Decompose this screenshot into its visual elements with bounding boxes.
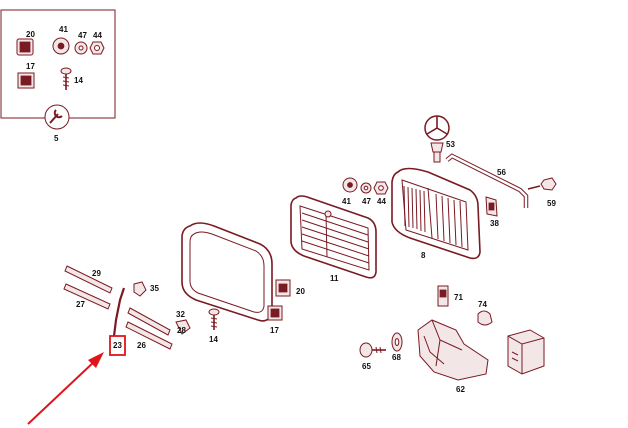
inset-clip-20: [16, 38, 34, 56]
label-38: 38: [490, 219, 499, 228]
air-duct: 62: [417, 319, 489, 394]
pointer-arrowhead: [88, 352, 104, 368]
inset-screw-14: [60, 67, 72, 90]
control-module: [507, 329, 545, 375]
inset-nut-41: [52, 37, 70, 55]
screw-65: 65: [359, 342, 386, 371]
trim-strips: 29 35 27 32 28 26: [63, 265, 191, 350]
label-27: 27: [76, 300, 85, 309]
label-44: 44: [377, 197, 386, 206]
bracket-71: 71: [437, 285, 463, 307]
label-44-inset: 44: [93, 31, 102, 40]
label-11: 11: [330, 274, 339, 283]
label-47-inset: 47: [78, 31, 87, 40]
label-62: 62: [456, 385, 465, 394]
fastener-inset: 20 41 47 44 17 14 5: [0, 9, 116, 143]
wrench-icon: [44, 104, 70, 130]
label-29: 29: [92, 269, 101, 278]
inset-washer-47: [74, 41, 88, 55]
label-20-inset: 20: [26, 30, 35, 39]
label-5: 5: [54, 134, 59, 143]
nut-74: 74: [477, 300, 493, 326]
support-rod: 56: [445, 153, 529, 208]
label-65: 65: [362, 362, 371, 371]
label-59: 59: [547, 199, 556, 208]
label-68: 68: [392, 353, 401, 362]
grille-frame: [181, 222, 273, 322]
highlight-box: [109, 335, 126, 356]
label-56: 56: [497, 168, 506, 177]
label-41-inset: 41: [59, 25, 68, 34]
label-35: 35: [150, 284, 159, 293]
label-20: 20: [296, 287, 305, 296]
label-41: 41: [342, 197, 351, 206]
pointer-arrow: [27, 359, 97, 425]
grille-shell: 8: [391, 167, 481, 260]
inset-nut-44: [89, 41, 105, 55]
label-14-inset: 14: [74, 76, 83, 85]
clip-17: 17: [267, 305, 283, 335]
washer-68: 68: [391, 332, 403, 362]
label-47: 47: [362, 197, 371, 206]
label-26: 26: [137, 341, 146, 350]
label-14: 14: [209, 335, 218, 344]
highlight-part-23: 23: [27, 335, 126, 425]
grille-insert: 11: [290, 195, 377, 283]
label-17: 17: [270, 326, 279, 335]
label-32: 32: [176, 310, 185, 319]
bolt-59: 59: [527, 177, 557, 208]
label-71: 71: [454, 293, 463, 302]
label-23: 23: [113, 341, 122, 350]
screw-14: 14: [208, 308, 220, 344]
label-28: 28: [177, 326, 186, 335]
label-17-inset: 17: [26, 62, 35, 71]
label-74: 74: [478, 300, 487, 309]
label-8: 8: [421, 251, 426, 260]
label-53: 53: [446, 140, 455, 149]
inset-frame: [0, 9, 116, 119]
inset-clip-17: [17, 72, 35, 89]
clip-38: 38: [485, 196, 499, 228]
clip-20: 20: [275, 279, 305, 297]
star-emblem: 53: [424, 115, 455, 163]
fastener-group-main: 41 47 44: [342, 177, 389, 206]
